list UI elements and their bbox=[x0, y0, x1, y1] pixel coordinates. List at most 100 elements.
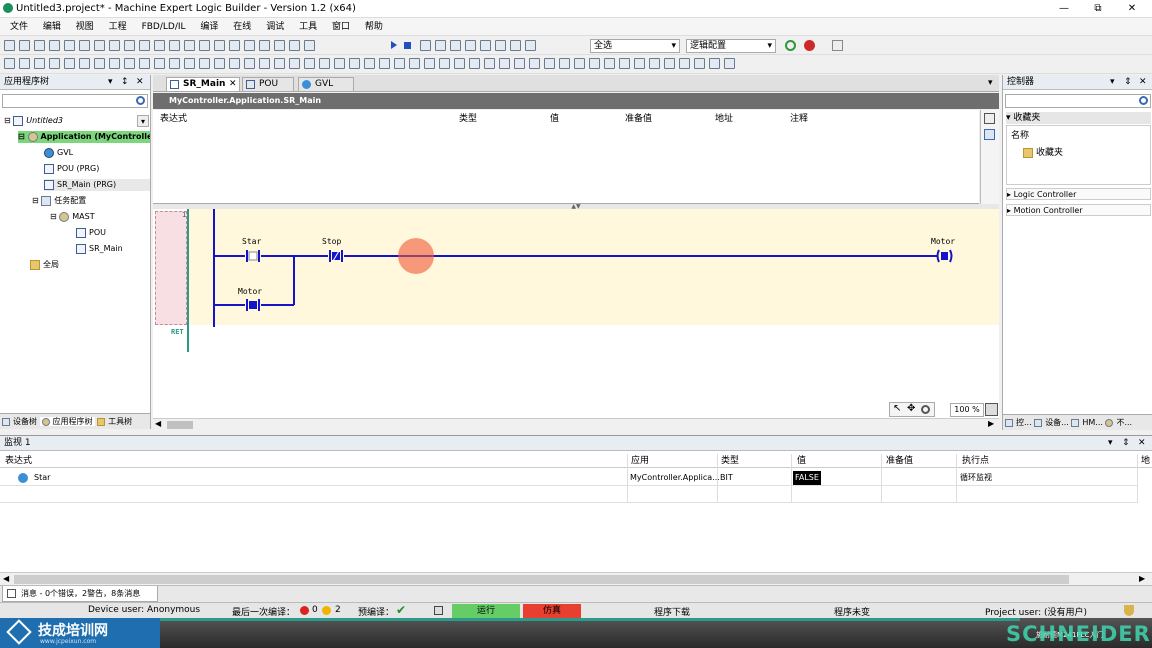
maximize-button[interactable]: ⧉ bbox=[1094, 3, 1102, 14]
dropdown-icon[interactable]: ▾ bbox=[1110, 77, 1115, 87]
zoom-level-box[interactable]: 100 % bbox=[950, 403, 984, 417]
tab-hmi[interactable]: HM... bbox=[1071, 418, 1103, 427]
network-icon[interactable] bbox=[4, 58, 15, 69]
splitter[interactable]: ▲▼ bbox=[153, 204, 999, 210]
menu-debug[interactable]: 调试 bbox=[266, 22, 285, 32]
options-icon[interactable] bbox=[724, 58, 735, 69]
coil-icon[interactable] bbox=[94, 58, 105, 69]
scroll-left-icon[interactable]: ◀ bbox=[155, 419, 162, 428]
disconnect-pin-icon[interactable] bbox=[619, 58, 630, 69]
close-icon[interactable]: ✕ bbox=[1139, 77, 1147, 87]
find-icon[interactable] bbox=[154, 40, 165, 51]
menu-project[interactable]: 工程 bbox=[108, 22, 127, 32]
table-view-icon[interactable] bbox=[984, 129, 995, 140]
open-icon[interactable] bbox=[19, 40, 30, 51]
zoom-icon[interactable] bbox=[921, 405, 930, 414]
build-icon[interactable] bbox=[274, 40, 285, 51]
set-coil-icon[interactable] bbox=[109, 58, 120, 69]
distribute-icon[interactable] bbox=[409, 58, 420, 69]
layer-icon[interactable] bbox=[559, 58, 570, 69]
pin-icon[interactable]: ⇕ bbox=[1124, 77, 1132, 87]
motor-contact[interactable] bbox=[246, 299, 260, 311]
menu-file[interactable]: 文件 bbox=[10, 22, 29, 32]
print-icon[interactable] bbox=[49, 40, 60, 51]
cut-icon[interactable] bbox=[94, 40, 105, 51]
var-declaration-grid[interactable]: 表达式 类型 值 准备值 地址 注释 bbox=[153, 110, 979, 204]
logout-icon[interactable] bbox=[259, 40, 270, 51]
watch-hscrollbar[interactable]: ◀ ▶ bbox=[0, 572, 1152, 585]
tab-controller[interactable]: 控... bbox=[1003, 418, 1032, 427]
lock-icon[interactable] bbox=[574, 58, 585, 69]
compile-icon[interactable] bbox=[229, 40, 240, 51]
rebuild-icon[interactable] bbox=[289, 40, 300, 51]
replace-icon[interactable] bbox=[169, 40, 180, 51]
section-logic-controller[interactable]: ▸ Logic Controller bbox=[1006, 188, 1151, 200]
expand-icon[interactable] bbox=[664, 58, 675, 69]
login-icon[interactable] bbox=[244, 40, 255, 51]
label-icon[interactable] bbox=[274, 58, 285, 69]
tree-item-mast-pou[interactable]: POU bbox=[76, 227, 106, 239]
tree-item-sr-main[interactable]: SR_Main (PRG) bbox=[44, 179, 150, 191]
watch-empty-row[interactable] bbox=[0, 487, 1138, 503]
download-icon[interactable] bbox=[304, 40, 315, 51]
pin-icon[interactable]: ↕ bbox=[121, 77, 129, 87]
pin-icon[interactable]: ⇕ bbox=[1122, 438, 1130, 448]
edge-icon[interactable] bbox=[244, 58, 255, 69]
operator-icon[interactable] bbox=[379, 58, 390, 69]
run-icon[interactable] bbox=[391, 41, 397, 49]
tree-item-project[interactable]: ⊟ Untitled3 bbox=[4, 115, 63, 126]
favorites-header[interactable]: ▾ 收藏夹 bbox=[1006, 112, 1151, 124]
function-icon[interactable] bbox=[349, 58, 360, 69]
next-bookmark-icon[interactable] bbox=[199, 40, 210, 51]
minimize-button[interactable]: — bbox=[1059, 3, 1069, 14]
scroll-thumb[interactable] bbox=[167, 421, 193, 429]
undo-icon[interactable] bbox=[64, 40, 75, 51]
close-tab-icon[interactable]: ✕ bbox=[229, 79, 237, 89]
zoom-in-icon[interactable] bbox=[469, 58, 480, 69]
new-icon[interactable] bbox=[4, 40, 15, 51]
star-contact[interactable] bbox=[246, 250, 260, 262]
delete-icon[interactable] bbox=[139, 40, 150, 51]
window-icon[interactable] bbox=[214, 40, 225, 51]
tab-tool-tree[interactable]: 工具树 bbox=[97, 417, 132, 426]
monitor-icon[interactable] bbox=[525, 40, 536, 51]
falling-edge-icon[interactable] bbox=[304, 58, 315, 69]
output-icon[interactable] bbox=[214, 58, 225, 69]
stop-contact[interactable] bbox=[329, 250, 343, 262]
scroll-left-icon[interactable]: ◀ bbox=[3, 574, 10, 583]
paste-icon[interactable] bbox=[124, 40, 135, 51]
redo-icon[interactable] bbox=[79, 40, 90, 51]
snap-icon[interactable] bbox=[514, 58, 525, 69]
pointer-icon[interactable]: ↖ bbox=[893, 403, 902, 414]
menu-tools[interactable]: 工具 bbox=[299, 22, 318, 32]
rising-edge-icon[interactable] bbox=[289, 58, 300, 69]
menu-help[interactable]: 帮助 bbox=[364, 22, 383, 32]
close-icon[interactable]: ✕ bbox=[1138, 438, 1146, 448]
tab-device[interactable]: 设备... bbox=[1034, 418, 1069, 427]
logic-config-dropdown[interactable]: 逻辑配置 ▾ bbox=[686, 39, 776, 53]
close-icon[interactable]: ✕ bbox=[136, 77, 144, 87]
order-icon[interactable] bbox=[424, 58, 435, 69]
write-values-icon[interactable] bbox=[480, 40, 491, 51]
tree-collapse-icon[interactable] bbox=[709, 58, 720, 69]
tab-list-icon[interactable]: ▾ bbox=[988, 78, 993, 88]
tree-item-mast[interactable]: ⊟ MAST bbox=[50, 211, 95, 222]
align-icon[interactable] bbox=[394, 58, 405, 69]
tree-item-global[interactable]: 全局 bbox=[30, 259, 59, 271]
execute-icon[interactable] bbox=[334, 58, 345, 69]
delete-row-icon[interactable] bbox=[649, 58, 660, 69]
return-icon[interactable] bbox=[169, 58, 180, 69]
insert-row-icon[interactable] bbox=[634, 58, 645, 69]
refresh-icon[interactable] bbox=[785, 40, 796, 51]
scroll-thumb[interactable] bbox=[14, 575, 1069, 584]
watch-icon[interactable] bbox=[510, 40, 521, 51]
connect-pin-icon[interactable] bbox=[604, 58, 615, 69]
dropdown-icon[interactable]: ▾ bbox=[108, 77, 113, 87]
menu-fbd[interactable]: FBD/LD/IL bbox=[141, 22, 186, 32]
ungroup-icon[interactable] bbox=[454, 58, 465, 69]
search-icon[interactable] bbox=[136, 96, 145, 105]
tools-icon[interactable] bbox=[832, 40, 843, 51]
zoom-fit-icon[interactable] bbox=[985, 403, 998, 416]
tab-messages[interactable]: 消息 - 0个错误，2警告，8条消息 bbox=[2, 586, 158, 602]
zoom-out-icon[interactable] bbox=[484, 58, 495, 69]
